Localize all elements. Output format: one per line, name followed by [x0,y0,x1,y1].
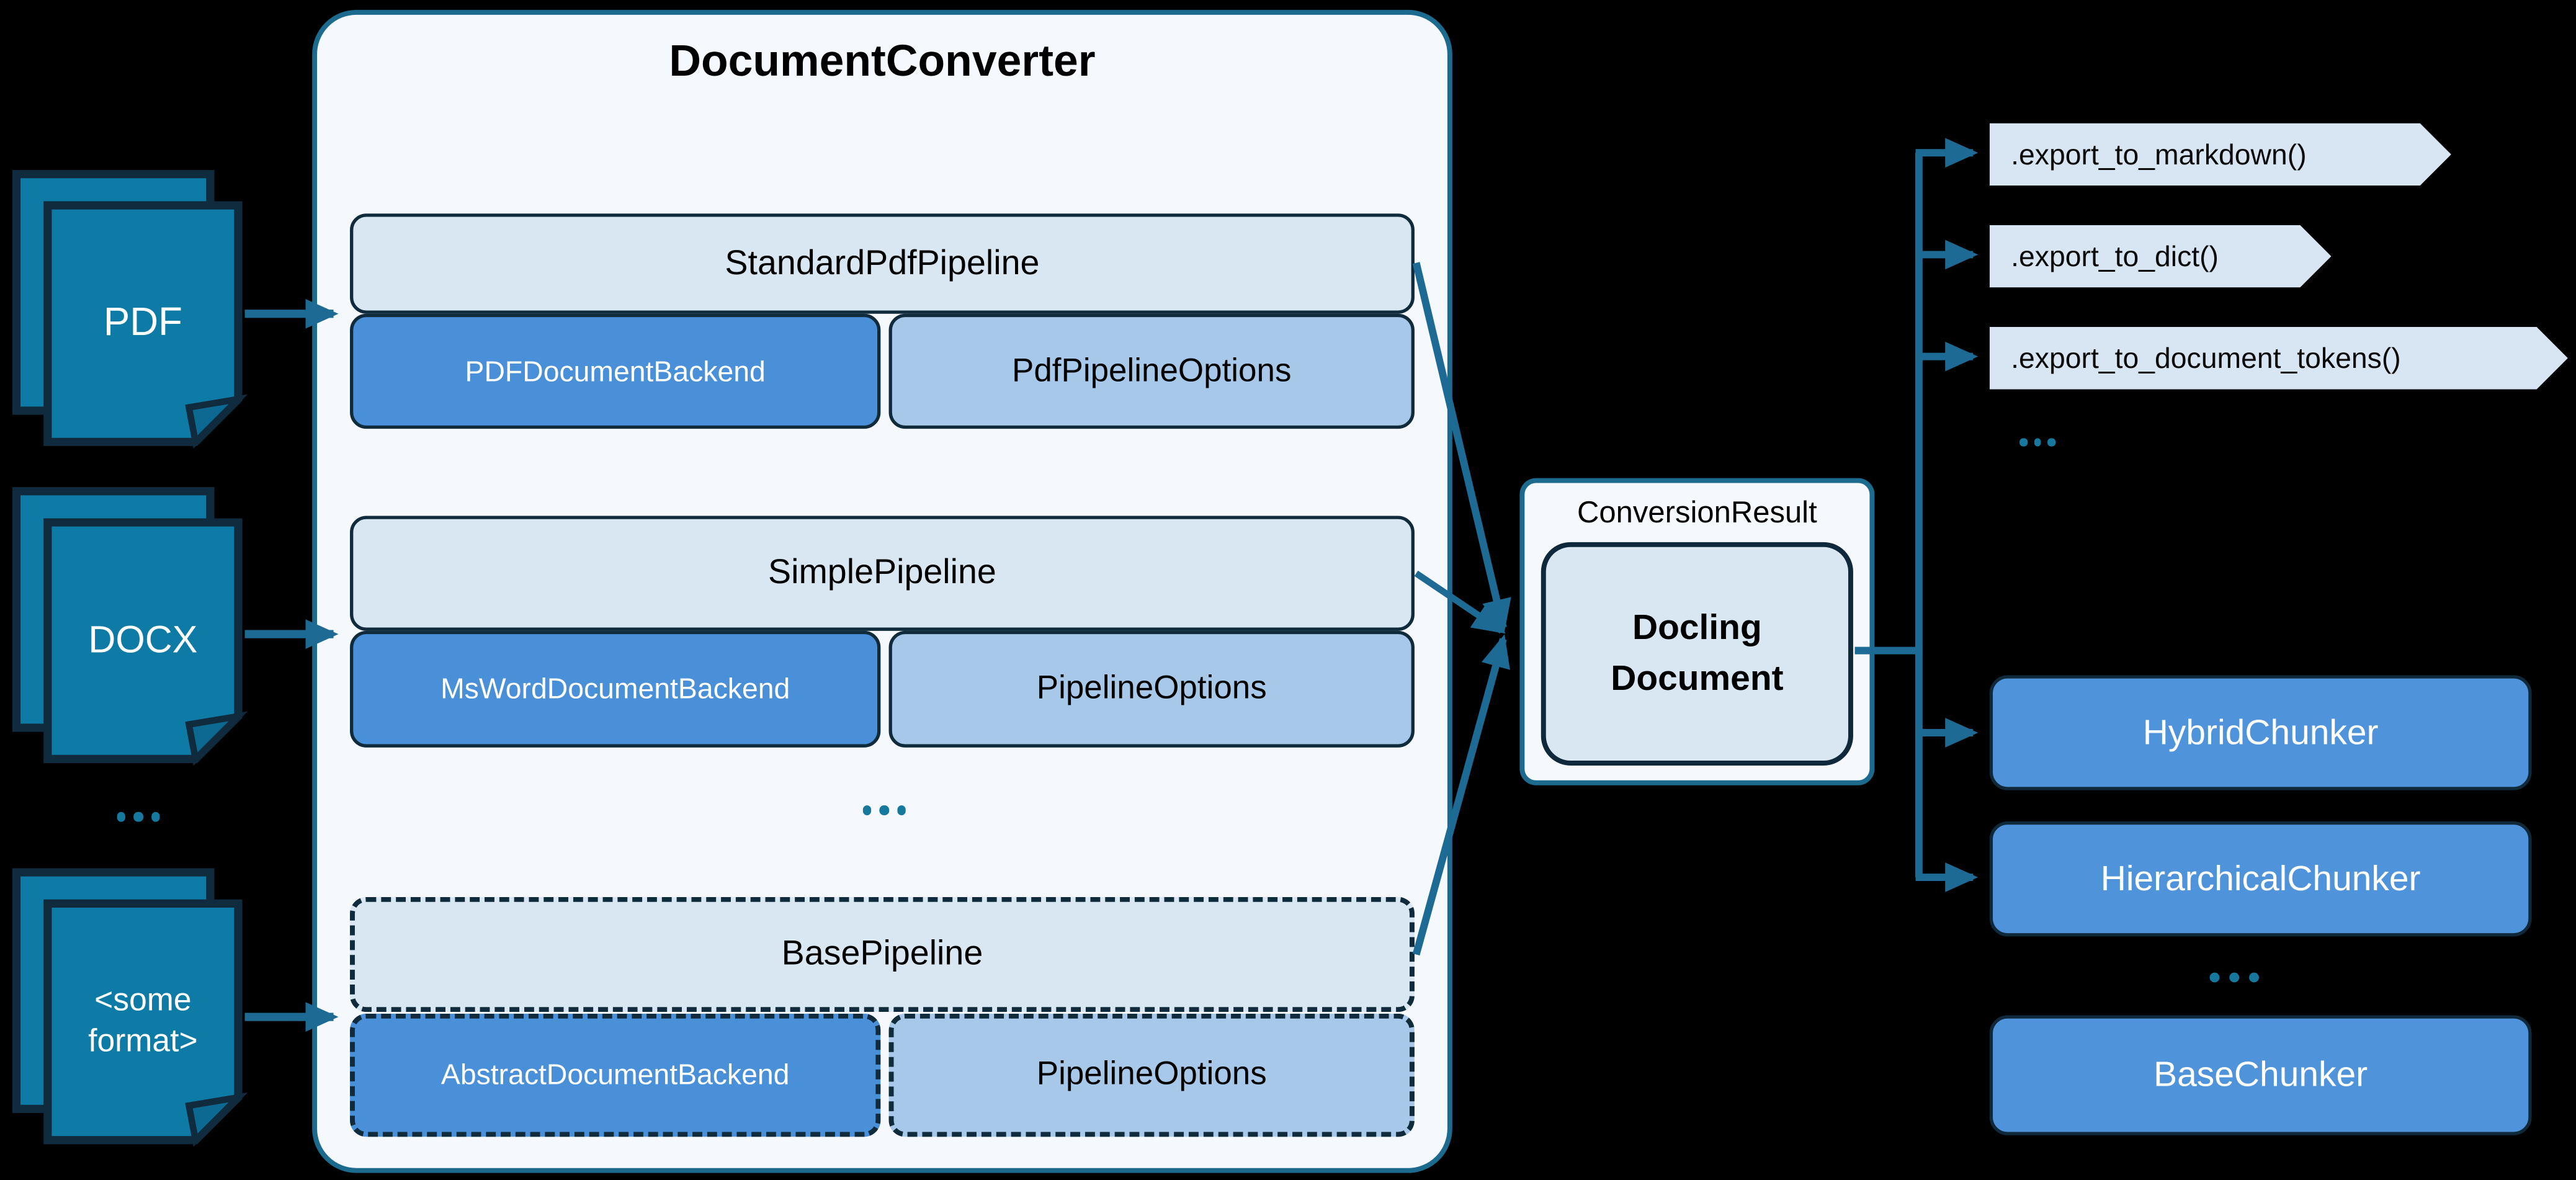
stacked-pages-icon [12,868,248,1147]
conversion-result-label: ConversionResult [1577,494,1817,529]
docling-document-box: Docling Document [1541,542,1853,766]
export-to-markdown-tag: .export_to_markdown() [1990,123,2451,186]
pdf-label: PDF [103,301,182,346]
pdf-documents-icon: PDF [10,168,248,450]
pdf-document-backend-box: PDFDocumentBackend [350,313,881,429]
exports-ellipsis-dots [2016,438,2059,446]
docx-label: DOCX [88,617,198,661]
export-to-document-tokens-tag: .export_to_document_tokens() [1990,327,2568,390]
document-converter-title: DocumentConverter [669,35,1096,85]
simple-pipeline-box: SimplePipeline [350,516,1415,631]
some-format-label: <some format> [44,900,241,1143]
stacked-pages-icon [12,487,248,766]
base-pipeline-box: BasePipeline [350,896,1415,1012]
abstract-document-backend-box: AbstractDocumentBackend [350,1013,881,1137]
docx-documents-icon: DOCX [10,485,248,767]
some-format-documents-icon: <some format> [10,865,248,1148]
pipeline-options-abstract-box: PipelineOptions [888,1013,1415,1137]
some-format-line1: <some [94,981,192,1018]
pdf-pipeline-options-box: PdfPipelineOptions [888,313,1415,429]
chunkers-ellipsis-dots [2205,972,2264,983]
hierarchical-chunker-box: HierarchicalChunker [1989,821,2532,937]
docling-document-line1: Docling [1632,607,1762,647]
pipeline-options-box: PipelineOptions [888,630,1415,748]
docling-document-line2: Document [1611,658,1784,699]
stacked-pages-icon [12,170,248,449]
converter-ellipsis-dots [858,805,910,815]
sources-ellipsis-dots [112,811,164,821]
hybrid-chunker-box: HybridChunker [1989,675,2532,790]
export-to-dict-tag: .export_to_dict() [1990,225,2332,288]
base-chunker-box: BaseChunker [1989,1015,2532,1135]
msword-document-backend-box: MsWordDocumentBackend [350,630,881,748]
standard-pdf-pipeline-box: StandardPdfPipeline [350,213,1415,314]
some-format-line2: format> [88,1023,198,1060]
